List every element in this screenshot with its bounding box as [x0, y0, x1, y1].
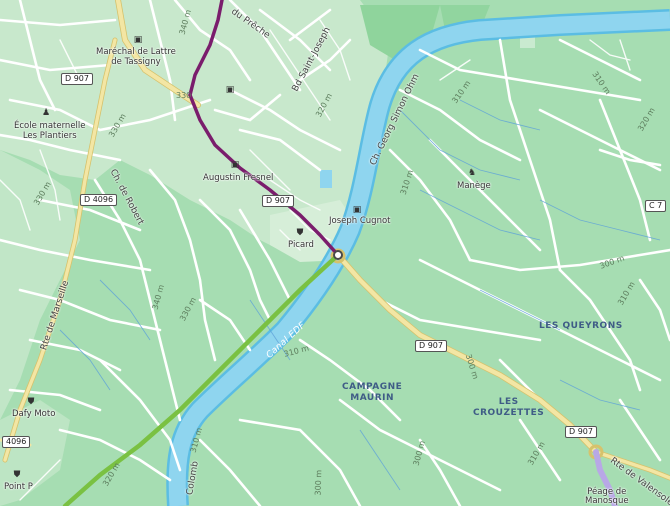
contour-label: 330 [176, 91, 192, 100]
shop-icon[interactable]: ⛊ [13, 470, 21, 480]
road-shield-d4096: D 4096 [80, 194, 118, 206]
bus-stop-icon[interactable]: ▣ [230, 160, 240, 170]
minor-roads-thin [0, 19, 631, 501]
route-line-green[interactable] [62, 252, 341, 506]
place-label-augustin-fresnel: Augustin Fresnel [203, 173, 274, 183]
place-label-dafy-moto: Dafy Moto [12, 409, 56, 419]
place-label-joseph-cugnot: Joseph Cugnot [329, 216, 391, 226]
place-label-point-p: Point P [4, 482, 33, 492]
bus-stop-icon[interactable]: ▣ [225, 85, 235, 95]
place-label-marechal: Maréchal de Lattre de Tassigny [96, 47, 176, 67]
area-label-crouzettes: LES CROUZETTES [473, 397, 545, 418]
place-label-peage: Péage de Manosque [585, 487, 629, 506]
place-label-manege: Manège [457, 181, 491, 191]
bus-stop-icon[interactable]: ▣ [133, 35, 143, 45]
road-shield-d907: D 907 [415, 340, 447, 352]
horse-riding-icon[interactable]: ♞ [467, 168, 477, 178]
bus-stop-icon[interactable]: ▣ [352, 205, 362, 215]
area-label-campagne-maurin: CAMPAGNE MAURIN [342, 382, 403, 403]
road-shield-d907: D 907 [61, 73, 93, 85]
road-shield-c7: C 7 [645, 200, 667, 212]
route-line-purple[interactable] [188, 0, 340, 257]
area-label-queyrons: LES QUEYRONS [539, 321, 623, 331]
major-roads [0, 0, 670, 481]
streams [59, 99, 661, 491]
shop-icon[interactable]: ⛊ [27, 397, 35, 407]
route-stop-marker[interactable] [333, 250, 343, 260]
contour-label: 300 m [313, 469, 324, 496]
school-icon: ♟ [41, 108, 51, 118]
road-shield-d907: D 907 [565, 426, 597, 438]
road-shield-d4096: 4096 [2, 436, 31, 448]
shop-icon[interactable]: ⛊ [296, 228, 304, 238]
place-label-picard: Picard [288, 240, 314, 250]
place-label-ecole: École maternelle Les Plantiers [14, 121, 86, 141]
route-line-lavender[interactable] [593, 449, 618, 506]
road-shield-d907: D 907 [262, 195, 294, 207]
